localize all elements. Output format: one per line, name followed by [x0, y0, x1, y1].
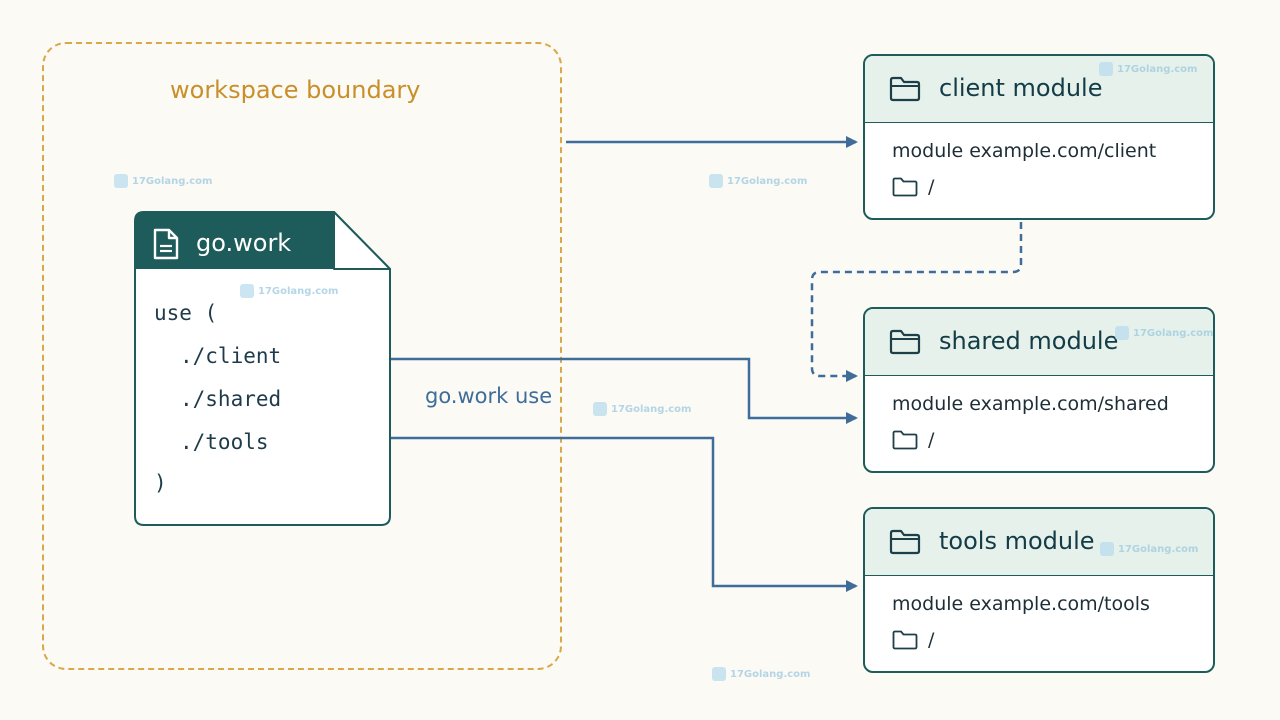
watermark-logo-icon — [1099, 62, 1113, 76]
code-line-tools: ./tools — [180, 430, 269, 454]
folder-icon — [889, 76, 921, 102]
go-work-file-card — [134, 211, 391, 526]
watermark: 17Golang.com — [240, 284, 338, 298]
code-line-shared: ./shared — [180, 387, 282, 411]
dashed-arrow-client-to-shared — [810, 222, 1023, 382]
module-title: client module — [939, 74, 1103, 102]
folder-icon — [889, 529, 921, 555]
module-dir: / — [892, 429, 934, 451]
watermark: 17Golang.com — [114, 174, 212, 188]
go-work-title: go.work — [196, 229, 292, 257]
module-card-shared: shared module module example.com/shared … — [863, 307, 1215, 473]
module-dir: / — [892, 629, 934, 651]
module-dir-label: / — [928, 429, 935, 451]
folder-icon — [892, 177, 918, 197]
module-card-client: client module module example.com/client … — [863, 54, 1215, 220]
code-line-client: ./client — [180, 344, 282, 368]
watermark: 17Golang.com — [1115, 326, 1213, 340]
watermark-logo-icon — [240, 284, 254, 298]
code-line-close: ) — [154, 471, 167, 495]
arrow-tools-line-to-tools — [334, 436, 858, 592]
module-dir-label: / — [928, 176, 935, 198]
folder-icon — [892, 630, 918, 650]
folder-icon — [892, 430, 918, 450]
document-icon — [152, 228, 180, 260]
module-header: client module — [865, 56, 1213, 123]
module-header: shared module — [865, 309, 1213, 376]
module-dir: / — [892, 176, 934, 198]
watermark: 17Golang.com — [709, 174, 807, 188]
folder-icon — [889, 329, 921, 355]
module-card-tools: tools module module example.com/tools / — [863, 507, 1215, 673]
workspace-boundary — [42, 42, 562, 670]
watermark-logo-icon — [593, 402, 607, 416]
code-line-use: use ( — [154, 301, 218, 325]
watermark-logo-icon — [712, 667, 726, 681]
arrow-client-line-to-shared — [334, 357, 858, 424]
watermark-logo-icon — [1100, 542, 1114, 556]
module-path: module example.com/shared — [892, 393, 1169, 415]
watermark-logo-icon — [114, 174, 128, 188]
workspace-boundary-label: workspace boundary — [170, 76, 421, 104]
module-path: module example.com/tools — [892, 593, 1150, 615]
watermark: 17Golang.com — [1099, 62, 1197, 76]
watermark: 17Golang.com — [593, 402, 691, 416]
watermark-logo-icon — [1115, 326, 1129, 340]
module-dir-label: / — [928, 629, 935, 651]
edge-label-go-work-use: go.work use — [425, 384, 553, 408]
module-path: module example.com/client — [892, 140, 1157, 162]
watermark-logo-icon — [709, 174, 723, 188]
module-header: tools module — [865, 509, 1213, 576]
watermark: 17Golang.com — [1100, 542, 1198, 556]
watermark: 17Golang.com — [712, 667, 810, 681]
module-title: shared module — [939, 327, 1119, 355]
module-title: tools module — [939, 527, 1095, 555]
